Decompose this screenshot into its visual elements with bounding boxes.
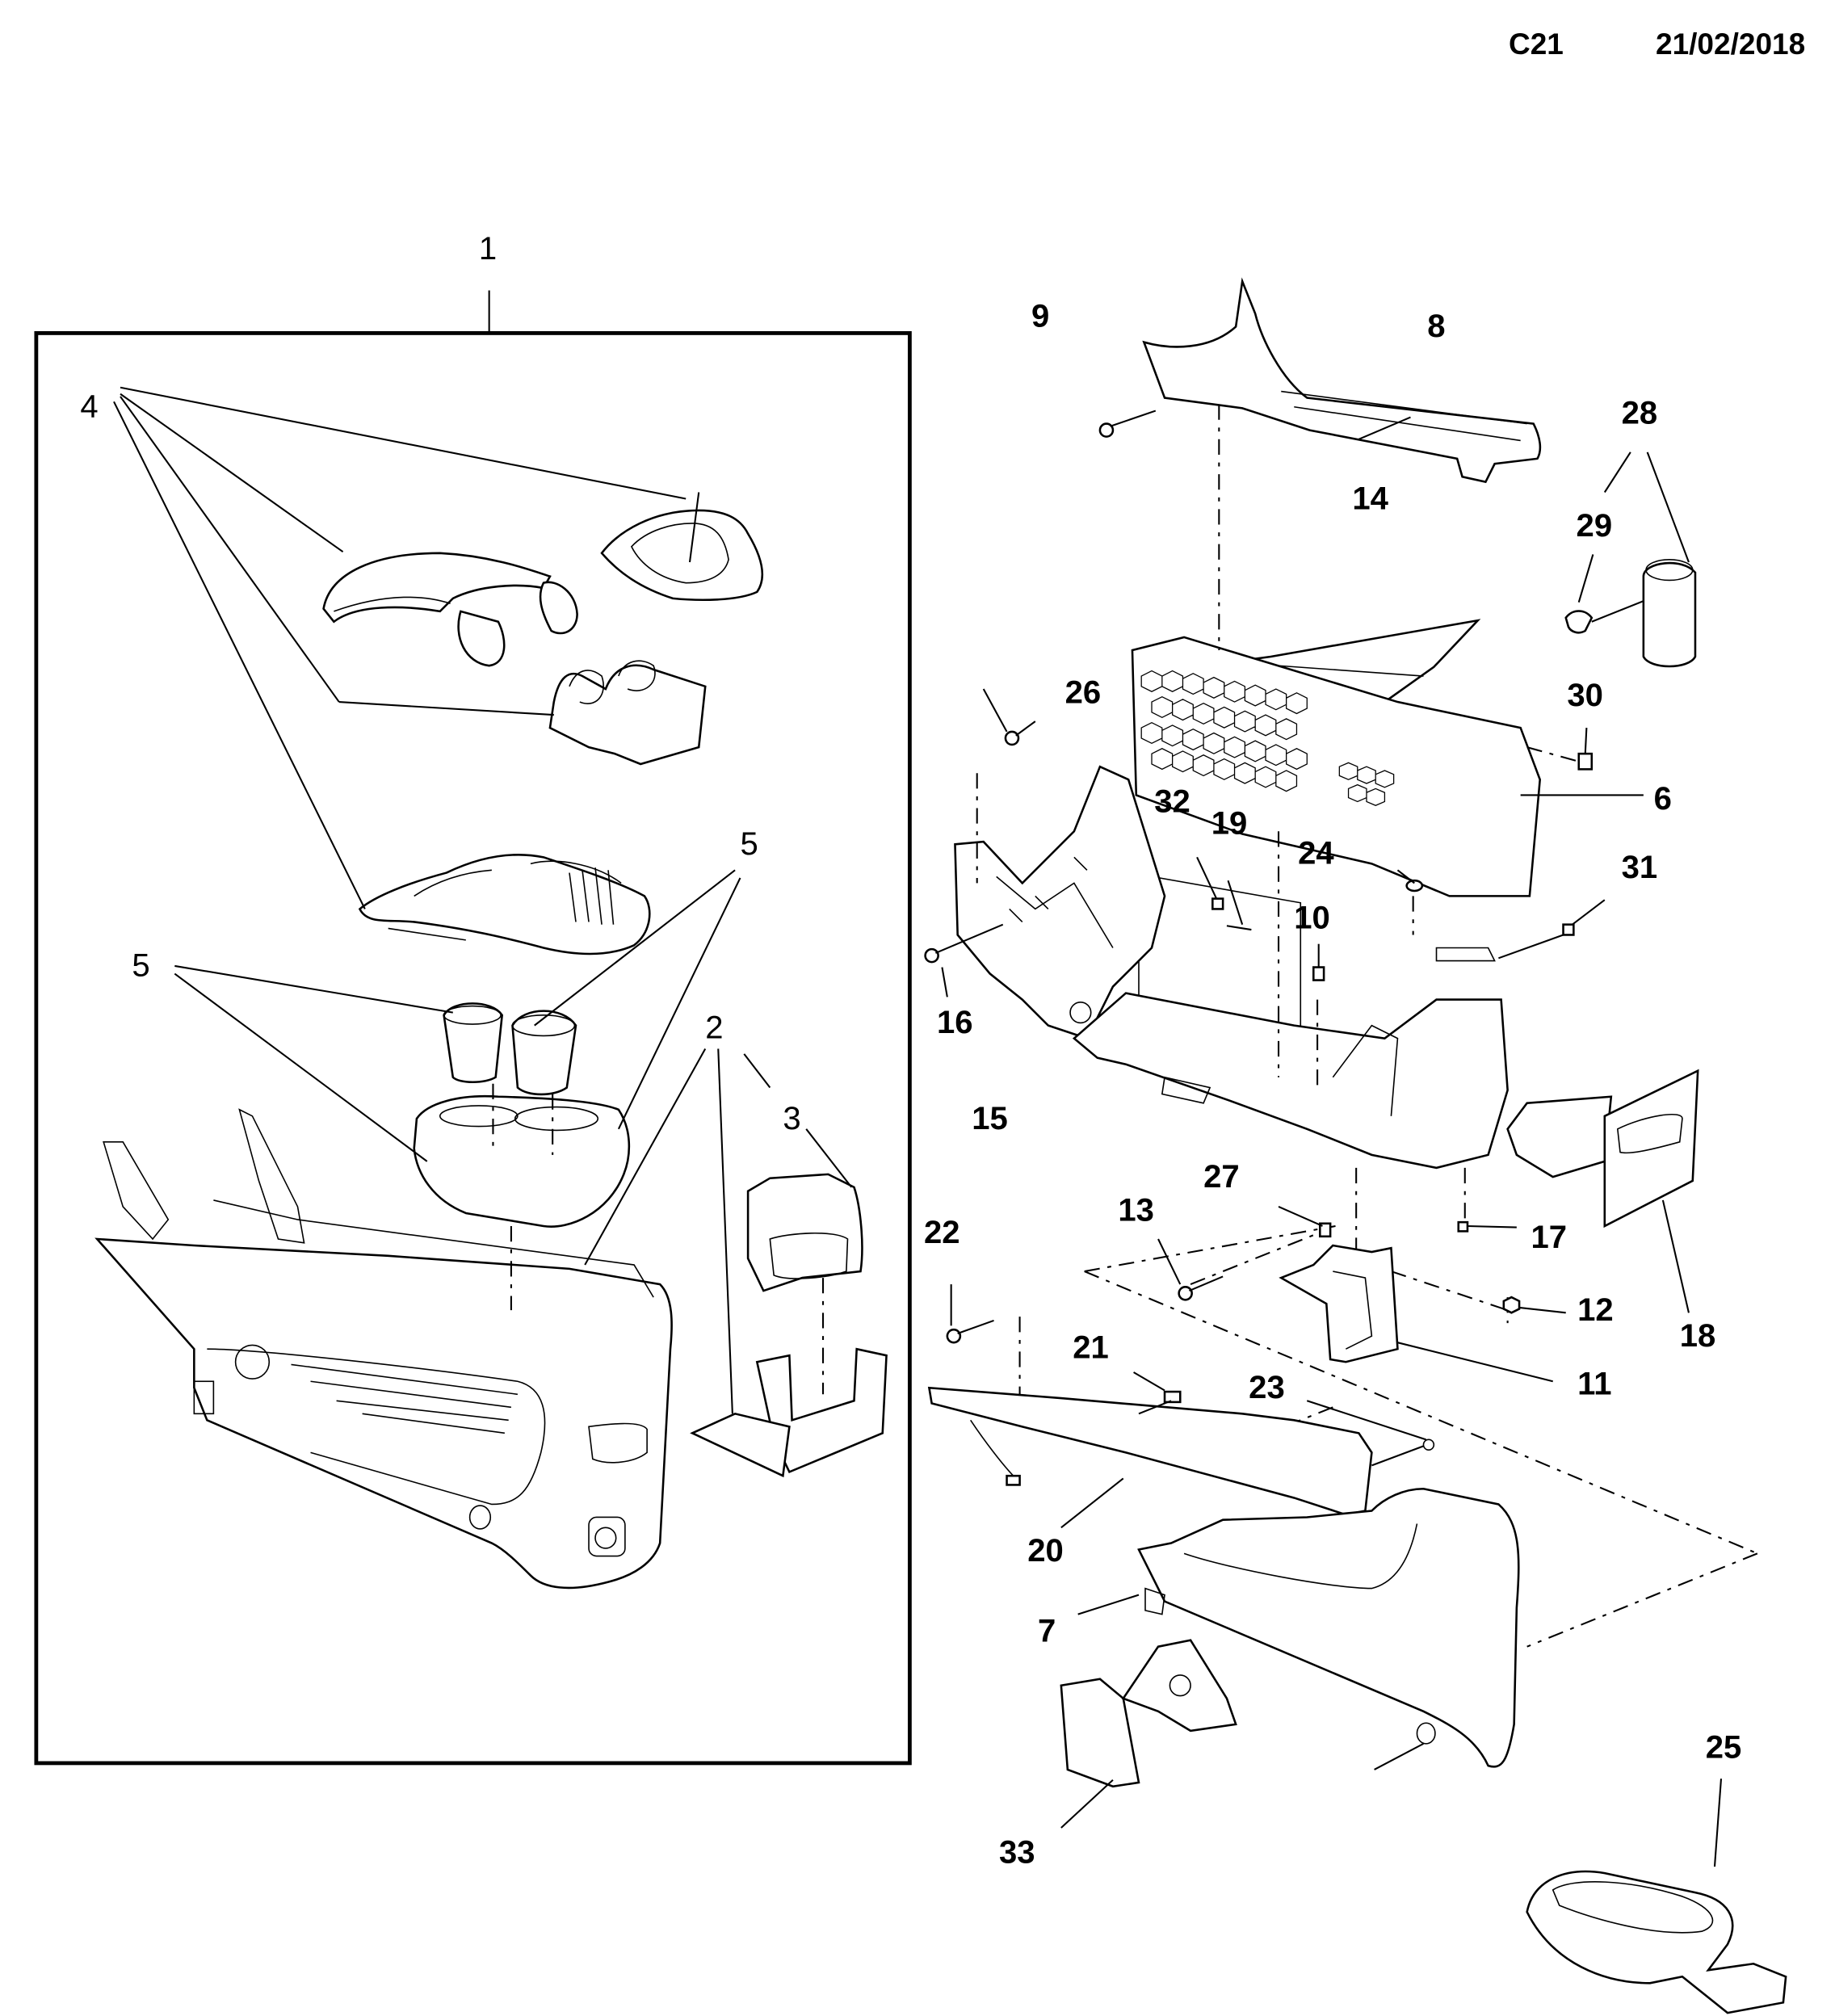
part-pin-19 — [1226, 925, 1252, 931]
part-screw-9 — [1098, 410, 1157, 438]
part-nut-12 — [1502, 1296, 1521, 1314]
assembly-1-group — [34, 290, 912, 1766]
part-clip-31 — [1562, 923, 1575, 936]
part-cupholder-insert — [548, 660, 707, 766]
callout-32: 32 — [1154, 783, 1190, 819]
part-rear-panel — [690, 1173, 888, 1478]
callout-2: 2 — [705, 1010, 723, 1046]
callout-20: 20 — [1027, 1533, 1064, 1569]
part-tray-18 — [1506, 1069, 1699, 1313]
callout-16: 16 — [937, 1005, 973, 1040]
part-lower-bracket-11 — [1279, 1244, 1553, 1383]
part-armrest-lid — [322, 552, 578, 667]
callout-25: 25 — [1706, 1730, 1742, 1766]
callout-4: 4 — [80, 389, 98, 425]
part-connector-21 — [1163, 1390, 1182, 1404]
callout-18: 18 — [1680, 1318, 1716, 1354]
part-clip-10 — [1312, 966, 1325, 981]
callout-labels: 1 4 5 5 2 3 9 8 28 14 29 26 30 6 32 19 2… — [80, 231, 1741, 1870]
callout-27: 27 — [1203, 1159, 1240, 1195]
part-floor-console-25 — [1526, 1779, 1787, 2014]
callout-5-lower: 5 — [132, 948, 149, 984]
small-parts — [924, 688, 1606, 1344]
part-tray-frame-15 — [1072, 947, 1509, 1170]
leader-23 — [1306, 1400, 1427, 1441]
part-clip-24 — [1405, 879, 1424, 892]
part-clip-27 — [1319, 1222, 1332, 1238]
assembly-1-frame — [34, 331, 912, 1766]
part-cupholder-housing — [413, 1083, 631, 1228]
callout-15: 15 — [972, 1101, 1008, 1136]
part-clip-26 — [1004, 730, 1020, 746]
part-bolt-22 — [946, 1328, 962, 1344]
callout-12: 12 — [1577, 1292, 1614, 1328]
callout-7: 7 — [1038, 1613, 1056, 1648]
callout-6: 6 — [1654, 781, 1672, 817]
part-clip-17 — [1457, 1220, 1469, 1233]
part-cup-sleeves — [443, 1002, 577, 1096]
callout-30: 30 — [1567, 678, 1603, 713]
part-screw-16 — [924, 947, 939, 964]
part-clip-32 — [1211, 897, 1224, 910]
callout-23: 23 — [1249, 1370, 1285, 1405]
callout-22: 22 — [924, 1215, 960, 1250]
part-handle-rail-20 — [927, 1371, 1435, 1529]
part-shifter-bezel — [600, 492, 764, 602]
callout-5-upper: 5 — [740, 826, 758, 862]
part-side-bracket — [954, 765, 1166, 1040]
assembly-lines-right — [1018, 404, 1758, 1648]
callout-31: 31 — [1622, 850, 1658, 885]
callout-26: 26 — [1065, 675, 1102, 711]
part-top-trim-8 — [1142, 277, 1542, 484]
callout-10: 10 — [1294, 900, 1330, 935]
part-screw-13 — [1178, 1286, 1193, 1301]
part-cup-28 — [1564, 452, 1697, 668]
callout-9: 9 — [1031, 298, 1049, 334]
callout-1: 1 — [479, 231, 497, 267]
leaders-left — [113, 386, 853, 1414]
callout-33: 33 — [999, 1834, 1035, 1870]
callout-17: 17 — [1531, 1220, 1567, 1255]
page-date: 21/02/2018 — [1656, 27, 1806, 61]
callout-13: 13 — [1118, 1193, 1154, 1228]
callout-19: 19 — [1211, 805, 1248, 841]
callout-21: 21 — [1073, 1329, 1109, 1365]
part-side-panel-7 — [1077, 1487, 1520, 1770]
callout-8: 8 — [1427, 309, 1445, 344]
callout-28: 28 — [1622, 396, 1658, 431]
part-clip-30 — [1526, 728, 1594, 771]
callout-3: 3 — [783, 1101, 800, 1136]
part-front-console-body — [94, 1108, 673, 1590]
part-bracket-33 — [1060, 1639, 1237, 1829]
callout-29: 29 — [1577, 508, 1613, 544]
callout-11: 11 — [1577, 1366, 1611, 1401]
callout-24: 24 — [1298, 835, 1334, 871]
part-armrest-base — [358, 853, 651, 956]
page-code: C21 — [1509, 27, 1564, 61]
callout-14: 14 — [1352, 481, 1388, 516]
